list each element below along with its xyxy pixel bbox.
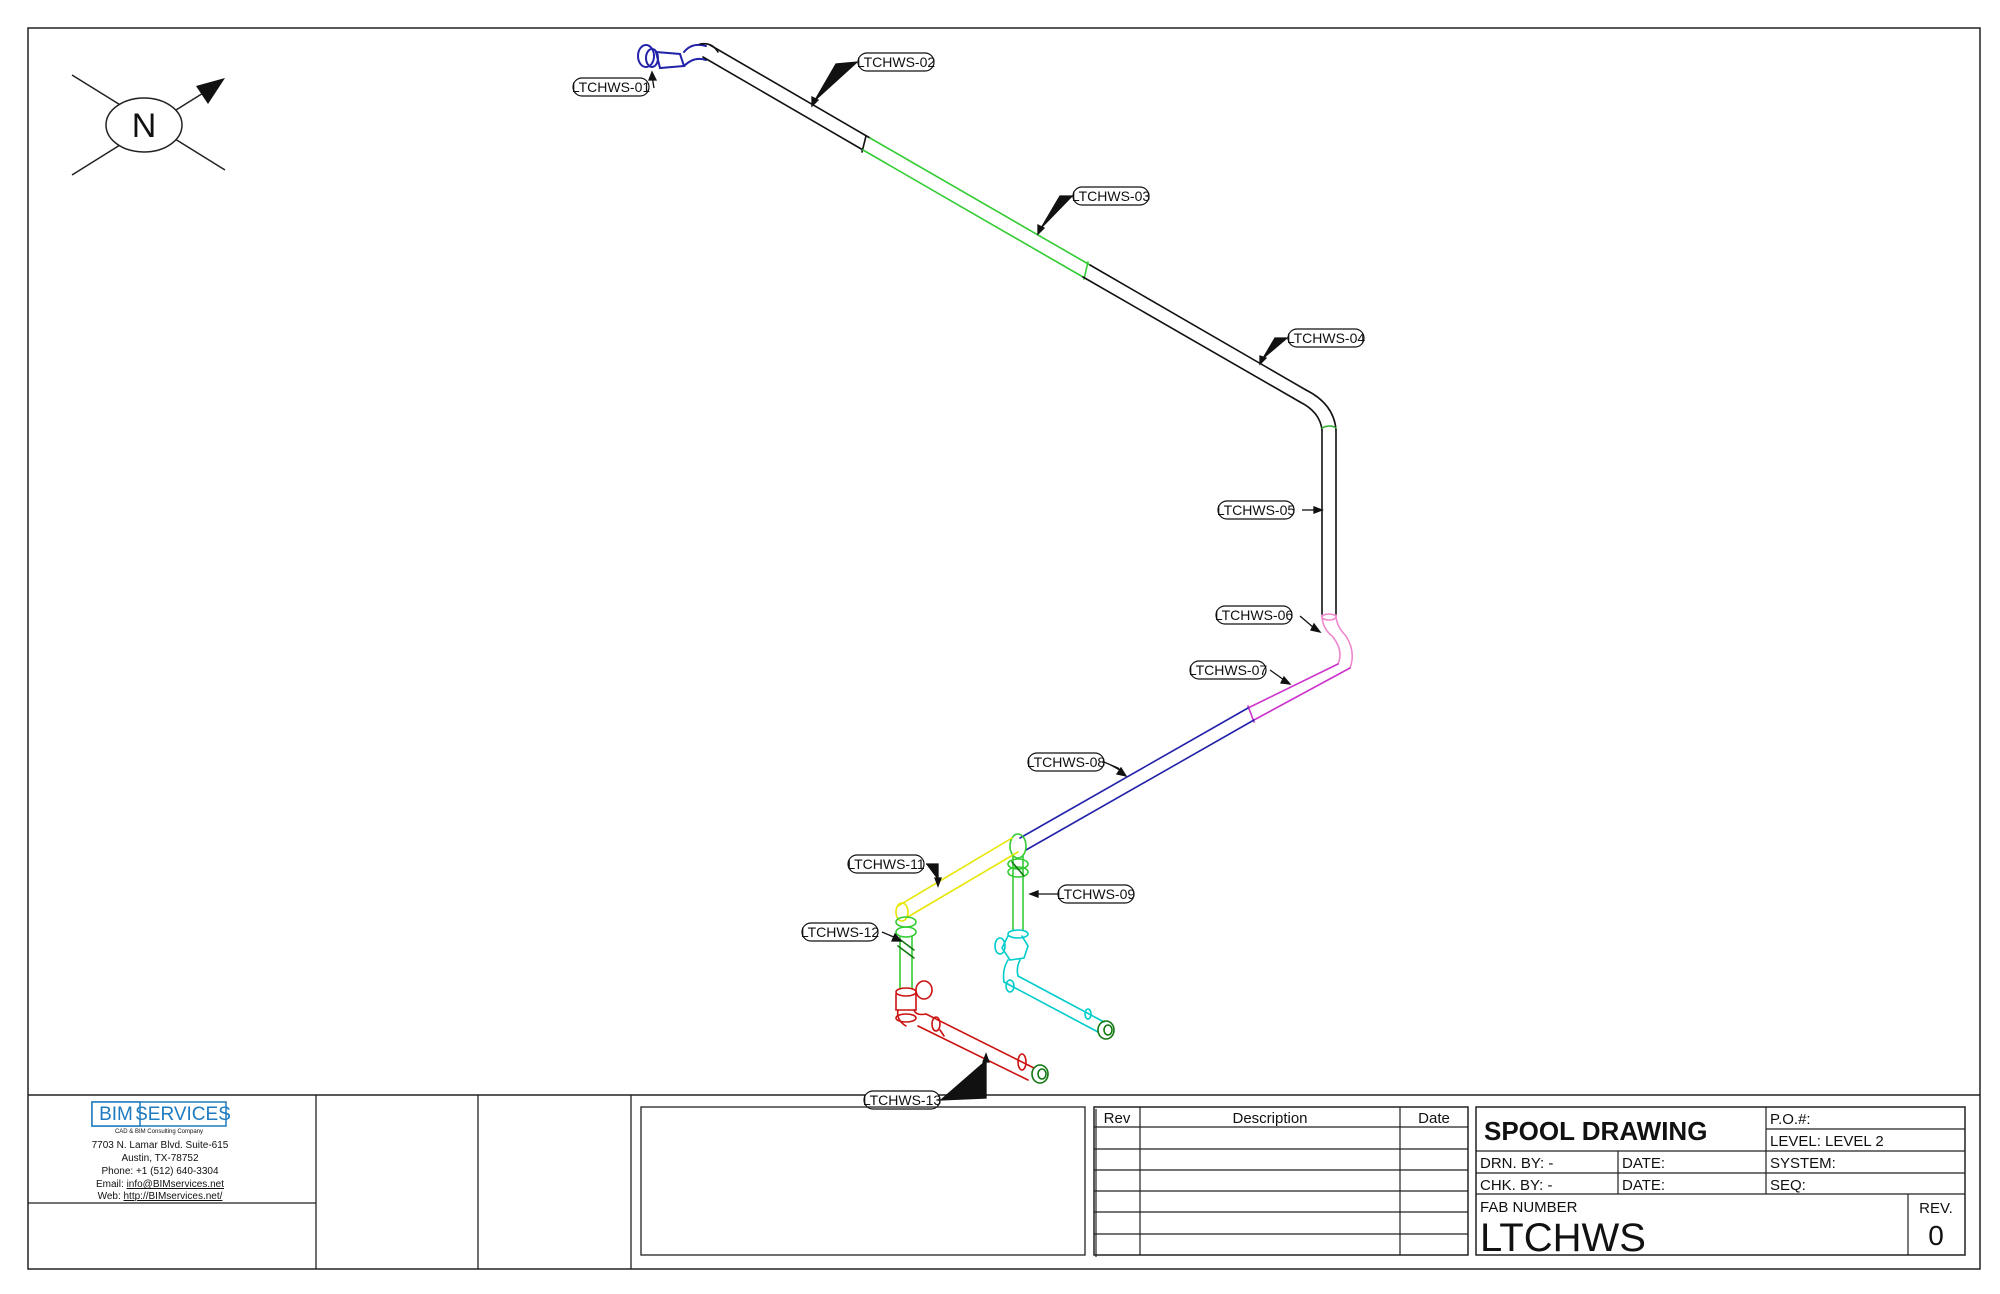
po-field: P.O.#: (1770, 1111, 1811, 1128)
title-spool-drawing: SPOOL DRAWING (1484, 1116, 1707, 1146)
north-label: N (132, 107, 157, 145)
rev-label: REV. (1919, 1200, 1953, 1217)
description-header: Description (1232, 1110, 1307, 1127)
pipe-spool-05 (1321, 429, 1337, 616)
pipe-spool-08 (1019, 707, 1255, 851)
spool-label-11: LTCHWS-11 (847, 854, 925, 874)
svg-text:LTCHWS-01: LTCHWS-01 (572, 79, 651, 95)
svg-text:LTCHWS-09: LTCHWS-09 (1057, 886, 1136, 902)
logo-bim: BIM (99, 1104, 133, 1125)
svg-text:LTCHWS-03: LTCHWS-03 (1072, 188, 1151, 204)
pipe-spool-10 (994, 929, 1105, 1033)
spool-label-03: LTCHWS-03 (1072, 186, 1151, 206)
company-web: Web: http://BIMservices.net/ (98, 1191, 223, 1202)
svg-text:LTCHWS-04: LTCHWS-04 (1287, 330, 1366, 346)
north-ellipse (105, 97, 183, 153)
seq-field: SEQ: (1770, 1177, 1806, 1194)
svg-text:LTCHWS-06: LTCHWS-06 (1215, 607, 1294, 623)
company-address-1: 7703 N. Lamar Blvd. Suite-615 (92, 1140, 229, 1151)
svg-text:LTCHWS-13: LTCHWS-13 (863, 1092, 942, 1108)
north-arrow-head-icon (196, 78, 225, 104)
pipe-run (637, 42, 1354, 1084)
title-block (1475, 1106, 1966, 1256)
spool-label-01: LTCHWS-01 (572, 77, 651, 97)
pipe-spool-09 (1007, 855, 1029, 931)
fab-number-value: LTCHWS (1480, 1216, 1646, 1260)
system-field: SYSTEM: (1770, 1155, 1836, 1172)
spool-label-06: LTCHWS-06 (1215, 605, 1294, 625)
pipe-spool-06 (1321, 613, 1354, 669)
spool-label-02: LTCHWS-02 (857, 52, 936, 72)
revision-table (1093, 1106, 1469, 1257)
spool-label-bubbles: LTCHWS-01 LTCHWS-02 LTCHWS-03 LTCHWS-04 … (572, 52, 1366, 1110)
pipe-spool-12 (895, 916, 917, 989)
chk-by-field: CHK. BY: - (1480, 1177, 1553, 1194)
spool-label-09: LTCHWS-09 (1057, 884, 1136, 904)
pipe-spool-04 (1082, 264, 1337, 431)
svg-text:LTCHWS-02: LTCHWS-02 (857, 54, 936, 70)
notes-box (640, 1106, 1086, 1256)
date-field-2: DATE: (1622, 1177, 1665, 1194)
logo-tagline: CAD & BIM Consulting Company (115, 1129, 203, 1135)
company-logo: BIM SERVICES CAD & BIM Consulting Compan… (91, 1101, 231, 1135)
pipe-spool-11 (895, 837, 1019, 922)
svg-text:LTCHWS-05: LTCHWS-05 (1217, 502, 1296, 518)
label-leaders (648, 61, 1324, 1101)
svg-text:LTCHWS-12: LTCHWS-12 (801, 924, 880, 940)
rev-header: Rev (1104, 1110, 1131, 1127)
spool-label-05: LTCHWS-05 (1217, 500, 1296, 520)
svg-text:LTCHWS-08: LTCHWS-08 (1027, 754, 1106, 770)
company-phone: Phone: +1 (512) 640-3304 (101, 1166, 218, 1177)
svg-text:LTCHWS-07: LTCHWS-07 (1189, 662, 1268, 678)
spool-label-07: LTCHWS-07 (1189, 660, 1268, 680)
logo-services: SERVICES (135, 1104, 231, 1125)
pipe-spool-13 (895, 980, 1035, 1081)
date-header: Date (1418, 1110, 1450, 1127)
spool-label-13: LTCHWS-13 (863, 1090, 942, 1110)
north-arrow: N (71, 74, 226, 176)
company-address-2: Austin, TX-78752 (121, 1153, 199, 1164)
spool-label-04: LTCHWS-04 (1287, 328, 1366, 348)
pipe-spool-07 (1247, 663, 1351, 723)
company-email: Email: info@BIMservices.net (96, 1179, 224, 1190)
drn-by-field: DRN. BY: - (1480, 1155, 1553, 1172)
pipe-spool-02 (699, 42, 871, 153)
pipe-spool-01 (637, 43, 707, 70)
spool-label-08: LTCHWS-08 (1027, 752, 1106, 772)
level-field: LEVEL: LEVEL 2 (1770, 1133, 1884, 1150)
fab-number-label: FAB NUMBER (1480, 1199, 1578, 1216)
company-block: BIM SERVICES CAD & BIM Consulting Compan… (28, 1095, 632, 1269)
svg-text:LTCHWS-11: LTCHWS-11 (847, 856, 924, 872)
spool-label-12: LTCHWS-12 (801, 922, 880, 942)
date-field-1: DATE: (1622, 1155, 1665, 1172)
rev-value: 0 (1928, 1220, 1944, 1251)
sheet-border (27, 27, 1981, 1270)
pipe-spool-03 (862, 137, 1091, 280)
